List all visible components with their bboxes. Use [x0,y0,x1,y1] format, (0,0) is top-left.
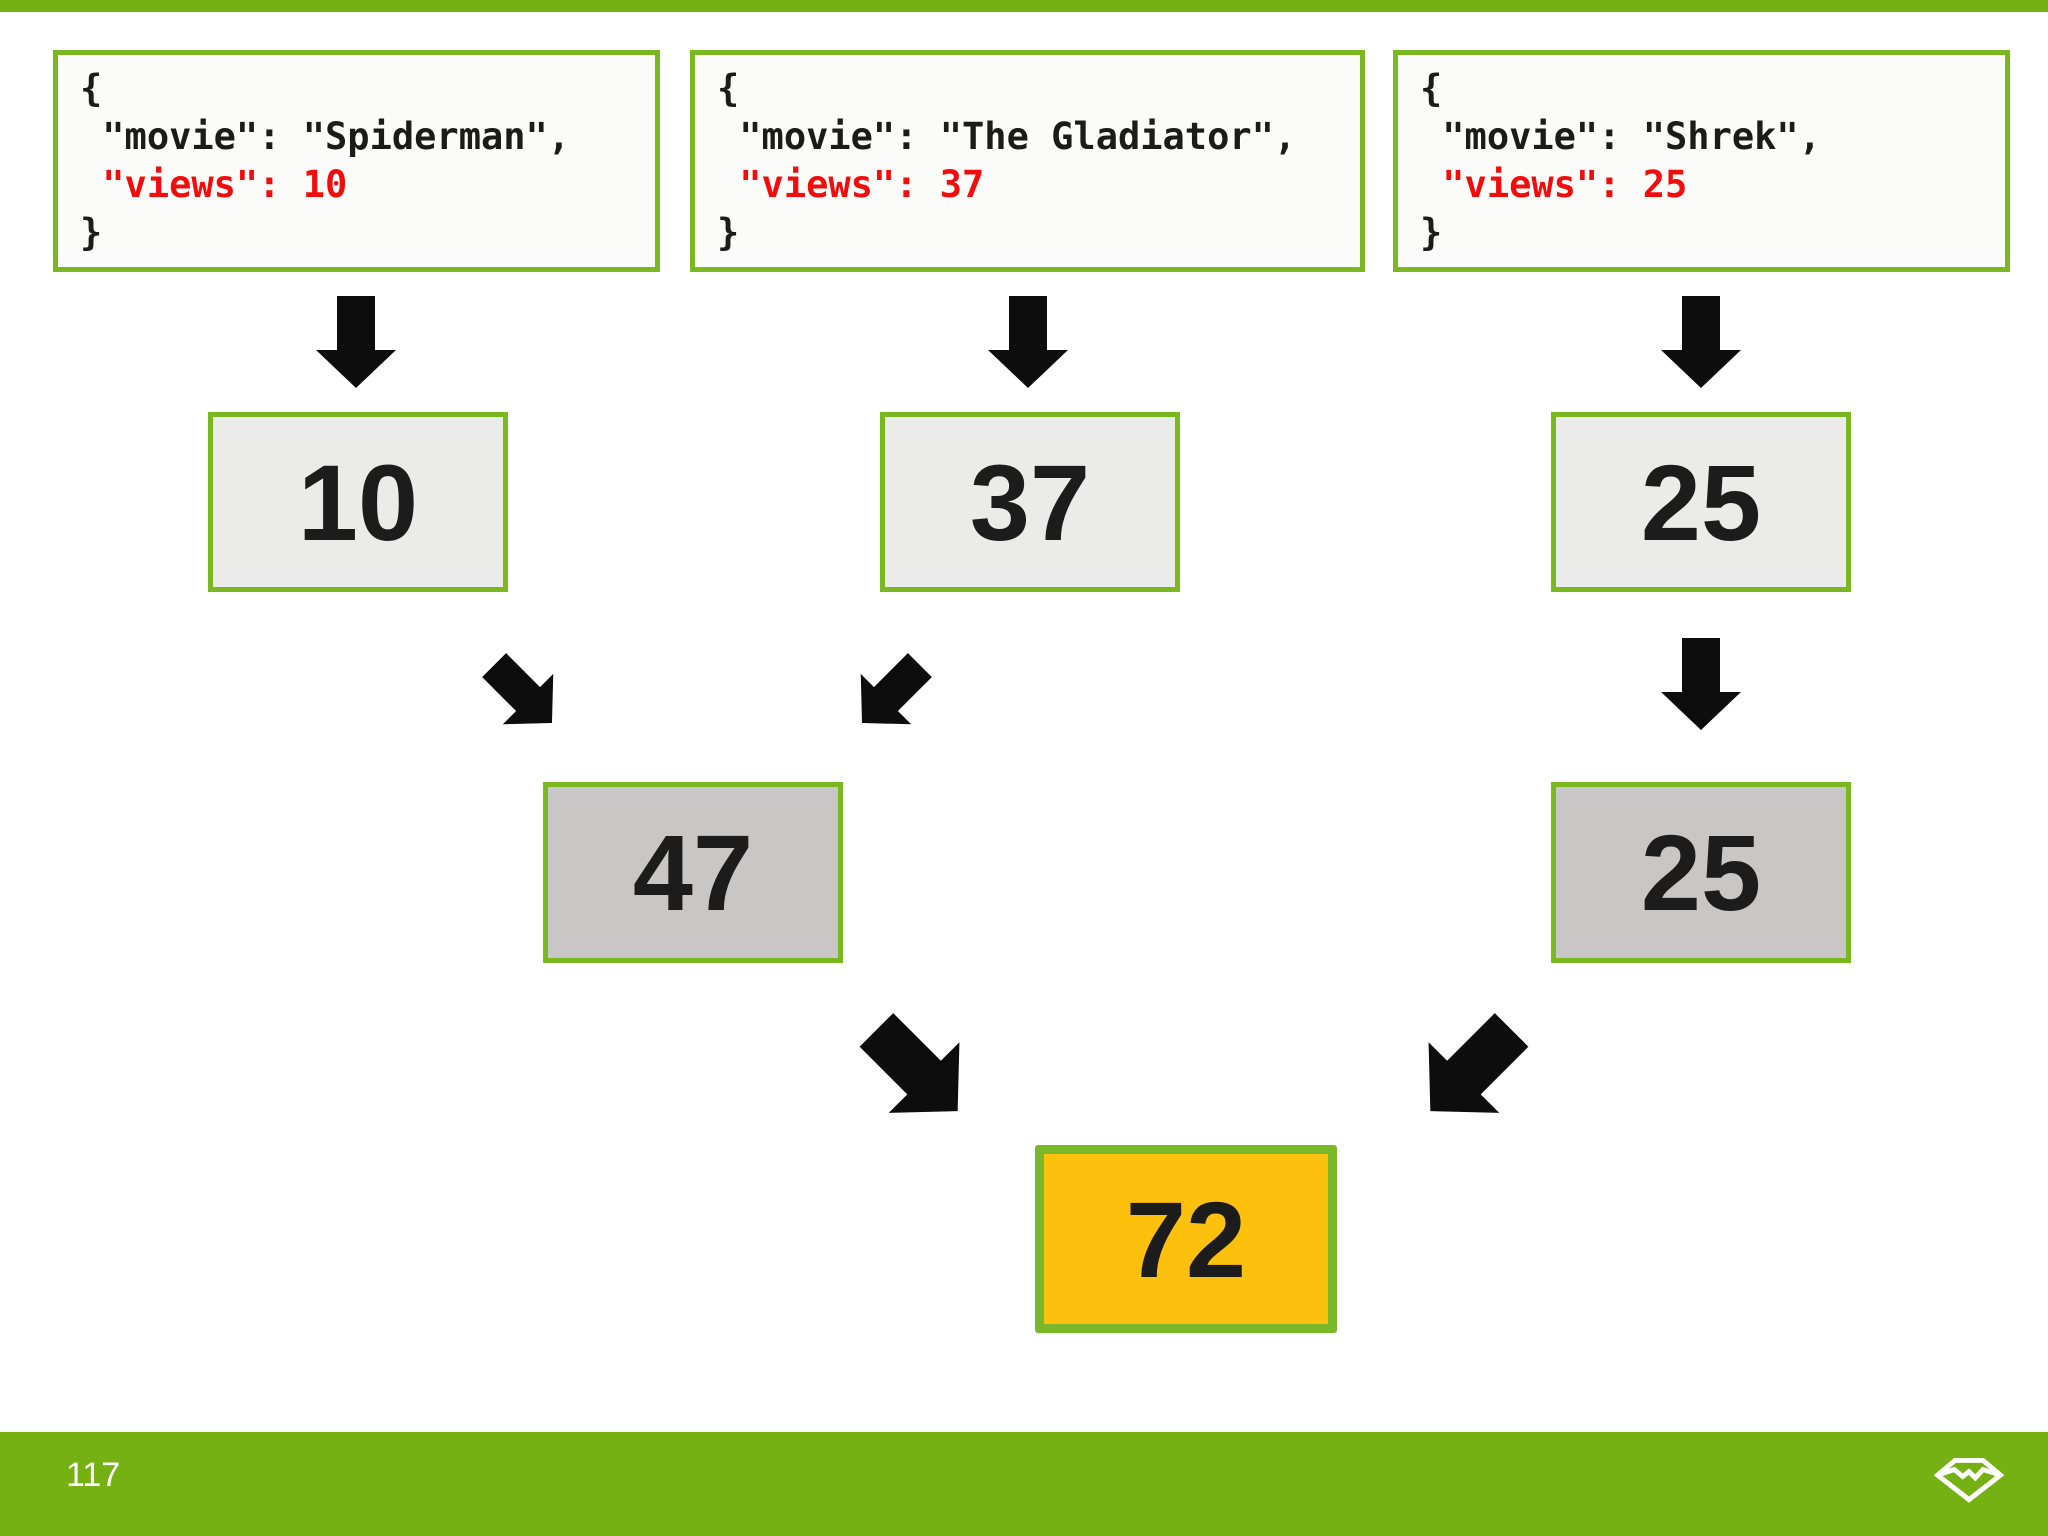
top-accent-bar [0,0,2048,12]
value-box-25: 25 [1551,412,1851,592]
json-card-gladiator: { "movie": "The Gladiator", "views": 37 … [690,50,1365,272]
arrow-down-icon [1661,296,1741,388]
arrow-down-right-icon [841,994,993,1146]
arrow-down-left-icon [1395,994,1547,1146]
code-views-line: "views": 37 [717,163,985,206]
code-movie-line: "movie": "Shrek", [1420,115,1821,158]
json-card-spiderman: { "movie": "Spiderman", "views": 10 } [53,50,660,272]
arrow-down-right-icon [469,640,578,749]
code-close-brace: } [1420,211,1443,254]
code-open-brace: { [80,67,103,110]
code-open-brace: { [717,67,740,110]
code-close-brace: } [717,211,740,254]
total-box-72: 72 [1035,1145,1337,1333]
code-movie-line: "movie": "Spiderman", [80,115,571,158]
code-views-line: "views": 10 [80,163,348,206]
gem-pulse-logo-icon [1934,1457,2004,1503]
footer-bar: 117 [0,1432,2048,1536]
arrow-down-icon [1661,638,1741,730]
code-close-brace: } [80,211,103,254]
partial-sum-box-47: 47 [543,782,843,963]
arrow-down-icon [988,296,1068,388]
json-card-shrek: { "movie": "Shrek", "views": 25 } [1393,50,2010,272]
arrow-down-icon [316,296,396,388]
partial-sum-box-25: 25 [1551,782,1851,963]
arrow-down-left-icon [837,640,946,749]
code-views-line: "views": 25 [1420,163,1688,206]
code-open-brace: { [1420,67,1443,110]
value-box-37: 37 [880,412,1180,592]
code-movie-line: "movie": "The Gladiator", [717,115,1297,158]
value-box-10: 10 [208,412,508,592]
page-number: 117 [66,1456,121,1494]
